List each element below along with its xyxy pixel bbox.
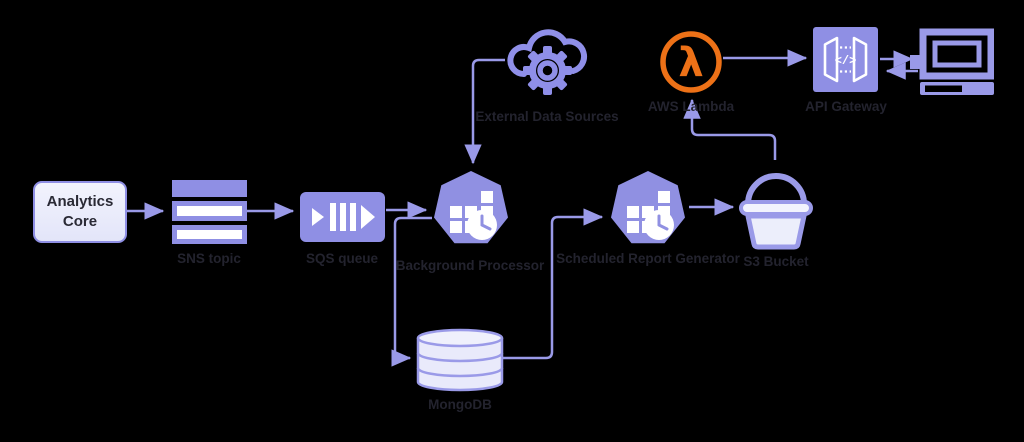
- svg-text:</>: </>: [835, 54, 857, 68]
- computer-icon: [910, 28, 994, 95]
- api-gateway-label: API Gateway: [805, 99, 887, 114]
- heptagon-scheduler-icon: [611, 171, 685, 244]
- edge-background-processor-to-mongodb: [391, 216, 432, 367]
- svg-text:λ: λ: [678, 40, 703, 86]
- cloud-gear-icon: [507, 29, 588, 95]
- node-client-workstation: [910, 28, 994, 95]
- aws-lambda-label: AWS Lambda: [647, 99, 735, 114]
- edge-cloud-to-background-processor: [464, 58, 505, 165]
- node-background-processor: [430, 170, 512, 246]
- node-s3-bucket: [738, 160, 816, 252]
- gateway-box-icon: </>: [813, 27, 878, 92]
- lambda-circle-icon: λ: [660, 31, 722, 93]
- node-aws-lambda: λ: [659, 30, 723, 94]
- sqs-queue-label: SQS queue: [305, 251, 379, 266]
- database-cylinder-icon: [416, 328, 504, 392]
- node-external-data-sources: [503, 14, 591, 106]
- s3-bucket-label: S3 Bucket: [743, 254, 809, 269]
- external-data-sources-label: External Data Sources: [475, 109, 619, 124]
- node-scheduled-report-generator: [607, 170, 689, 246]
- sns-topic-label: SNS topic: [177, 251, 241, 266]
- node-api-gateway: </>: [813, 27, 878, 92]
- background-processor-label: Background Processor: [395, 258, 545, 273]
- node-analytics-core: Analytics Core: [33, 181, 127, 243]
- edge-mongodb-to-report-generator: [503, 208, 604, 360]
- stacked-bars-icon: [172, 180, 247, 244]
- scheduled-report-generator-label: Scheduled Report Generator: [556, 251, 740, 266]
- node-sns-topic: [172, 180, 247, 244]
- bucket-icon: [739, 173, 813, 250]
- node-sqs-queue: [300, 192, 385, 242]
- edge-s3-to-lambda: [683, 98, 777, 160]
- heptagon-scheduler-icon: [434, 171, 508, 244]
- node-mongodb: [416, 328, 504, 394]
- mongodb-label: MongoDB: [428, 397, 492, 412]
- gear-icon: [523, 46, 572, 95]
- message-queue-icon: [300, 192, 385, 242]
